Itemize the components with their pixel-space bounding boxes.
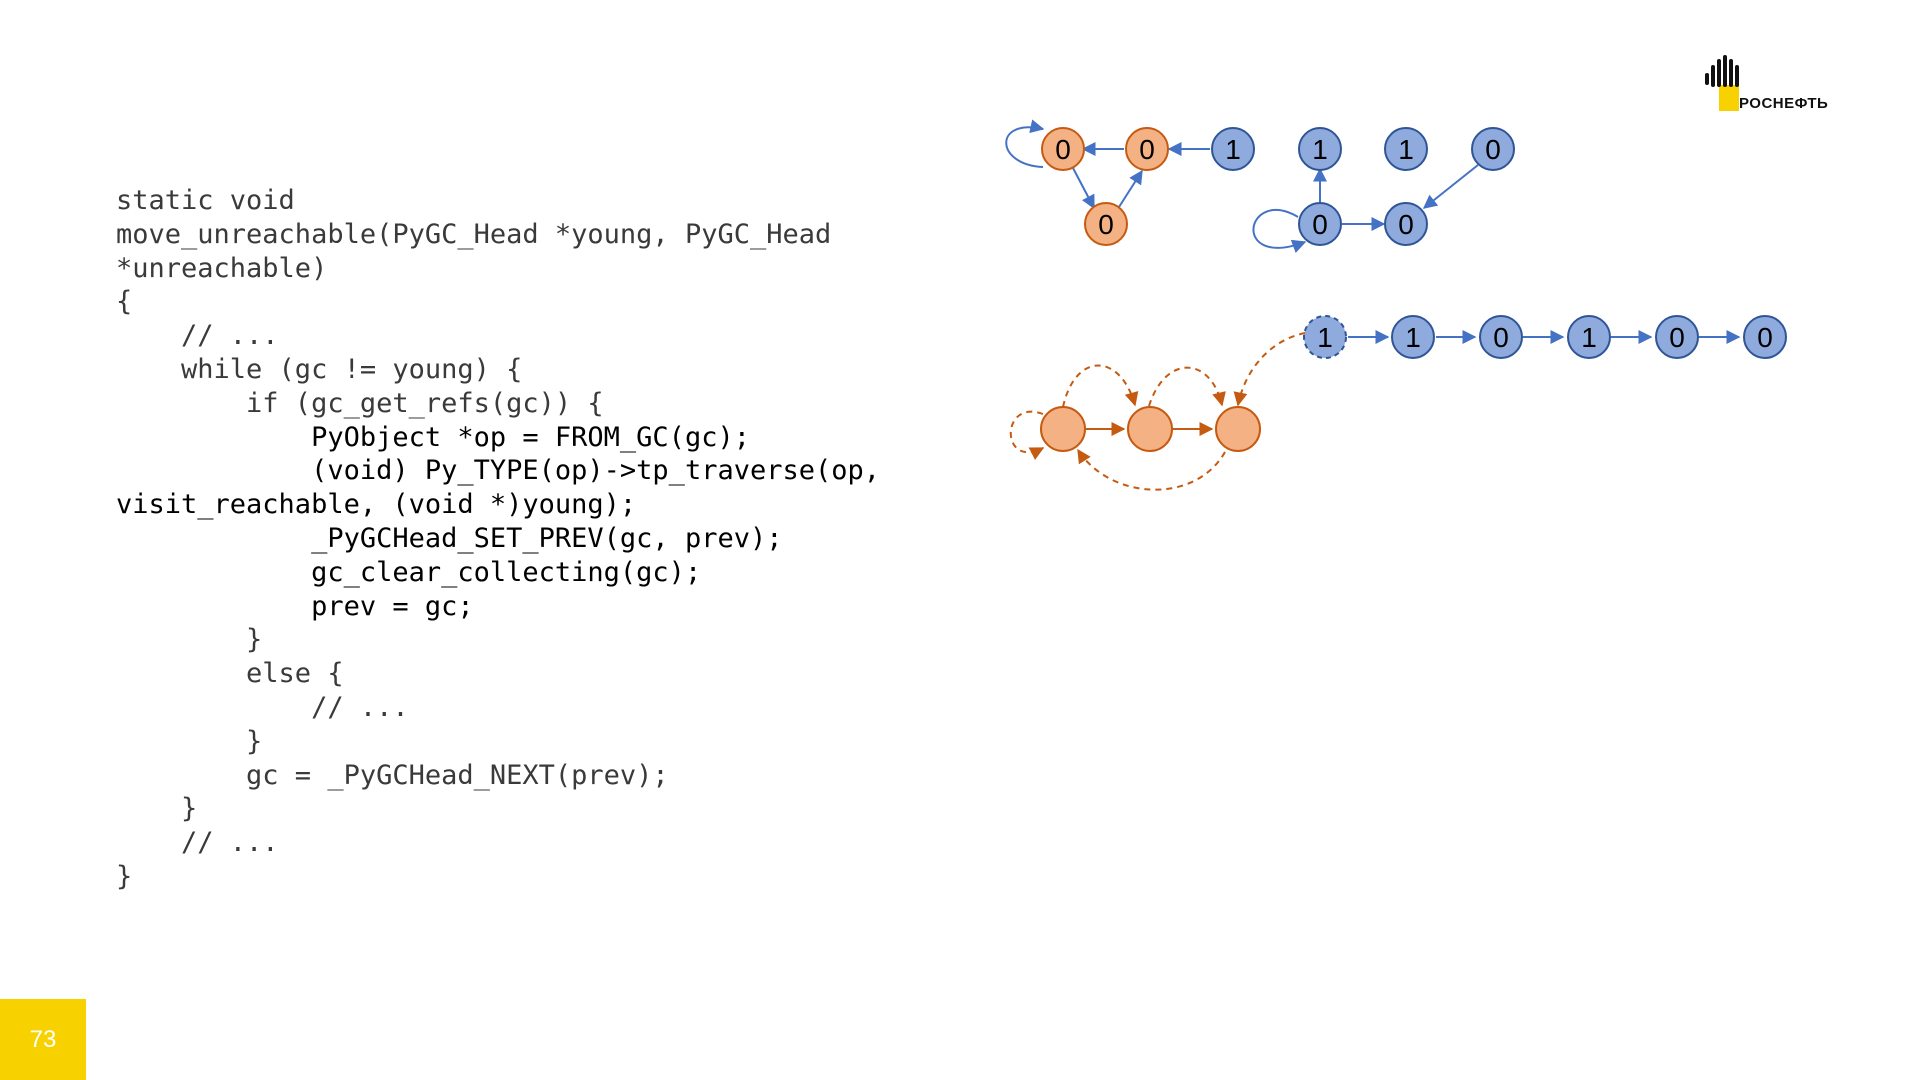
code-line: *unreachable) [116,252,328,284]
node-label: 0 [1398,209,1414,240]
top-nodes: 0 0 0 1 1 1 0 0 0 [1041,127,1515,246]
orange-node [1127,406,1173,452]
logo-emblem-icon [1705,55,1739,111]
dashed-arc-chain-to-3 [1233,332,1306,407]
code-line: gc_clear_collecting(gc); [116,556,702,588]
node-label: 1 [1405,322,1421,353]
graph-node: 1 [1567,315,1611,359]
code-line: if (gc_get_refs(gc)) { [116,387,604,419]
orange-node [1215,406,1261,452]
node-label: 0 [1669,322,1685,353]
dashed-arc-3-1 [1077,448,1226,491]
graph-node: 0 [1384,202,1428,246]
node-label: 1 [1225,134,1241,165]
edge-c-to-b [1118,169,1143,208]
graph-node: 0 [1655,315,1699,359]
code-line: } [116,725,263,757]
graph-node: 0 [1125,127,1169,171]
graph-node: 0 [1479,315,1523,359]
graph-node: 0 [1743,315,1787,359]
node-label: 0 [1493,322,1509,353]
graph-node: 0 [1298,202,1342,246]
code-line: // ... [116,691,409,723]
graph-node: 0 [1084,202,1128,246]
orange-cluster-edges [1009,332,1306,491]
graph-node: 1 [1211,127,1255,171]
code-line: visit_reachable, (void *)young); [116,489,637,521]
graph-node: 0 [1041,127,1085,171]
node-label: 0 [1757,322,1773,353]
graph-node: 1 [1384,127,1428,171]
code-line: gc = _PyGCHead_NEXT(prev); [116,759,669,791]
node-label: 0 [1098,209,1114,240]
orange-cluster-nodes [1040,406,1261,452]
code-line: PyObject *op = FROM_GC(gc); [116,421,750,453]
node-label: 0 [1055,134,1071,165]
code-line: else { [116,658,344,690]
graph-node: 1 [1391,315,1435,359]
code-line: { [116,286,133,318]
code-line: _PyGCHead_SET_PREV(gc, prev); [116,522,783,554]
code-line: // ... [116,320,279,352]
company-logo: РОСНЕФТЬ [1705,55,1870,115]
chain-nodes: 1 1 0 1 0 0 [1303,315,1787,359]
edge-a-to-c [1072,167,1095,210]
node-label: 1 [1581,322,1597,353]
code-line: } [116,793,198,825]
graph-node: 0 [1471,127,1515,171]
logo-wordmark: РОСНЕФТЬ [1739,95,1829,112]
code-line: // ... [116,827,279,859]
graph-node: 1 [1303,315,1347,359]
code-line: } [116,624,263,656]
dashed-self-loop [1009,410,1045,460]
edge-i-to-h [1422,164,1479,209]
node-label: 1 [1398,134,1414,165]
code-line: prev = gc; [116,590,474,622]
code-line: while (gc != young) { [116,353,523,385]
orange-node [1040,406,1086,452]
node-label: 0 [1485,134,1501,165]
edge-self-loop-g [1252,209,1307,253]
node-label: 1 [1317,322,1333,353]
dashed-arc-2-3 [1148,366,1226,407]
code-listing: static void move_unreachable(PyGC_Head *… [116,184,880,894]
graph-node: 1 [1298,127,1342,171]
code-line: static void [116,185,295,216]
node-label: 0 [1312,209,1328,240]
dashed-arc-1-2 [1062,364,1139,408]
node-label: 1 [1312,134,1328,165]
code-line: move_unreachable(PyGC_Head *young, PyGC_… [116,218,832,250]
slide-number: 73 [0,999,86,1080]
code-line: } [116,860,133,892]
top-edges [1005,119,1479,253]
code-line: (void) Py_TYPE(op)->tp_traverse(op, [116,455,881,487]
edge-self-loop-a [1005,119,1045,168]
node-label: 0 [1139,134,1155,165]
